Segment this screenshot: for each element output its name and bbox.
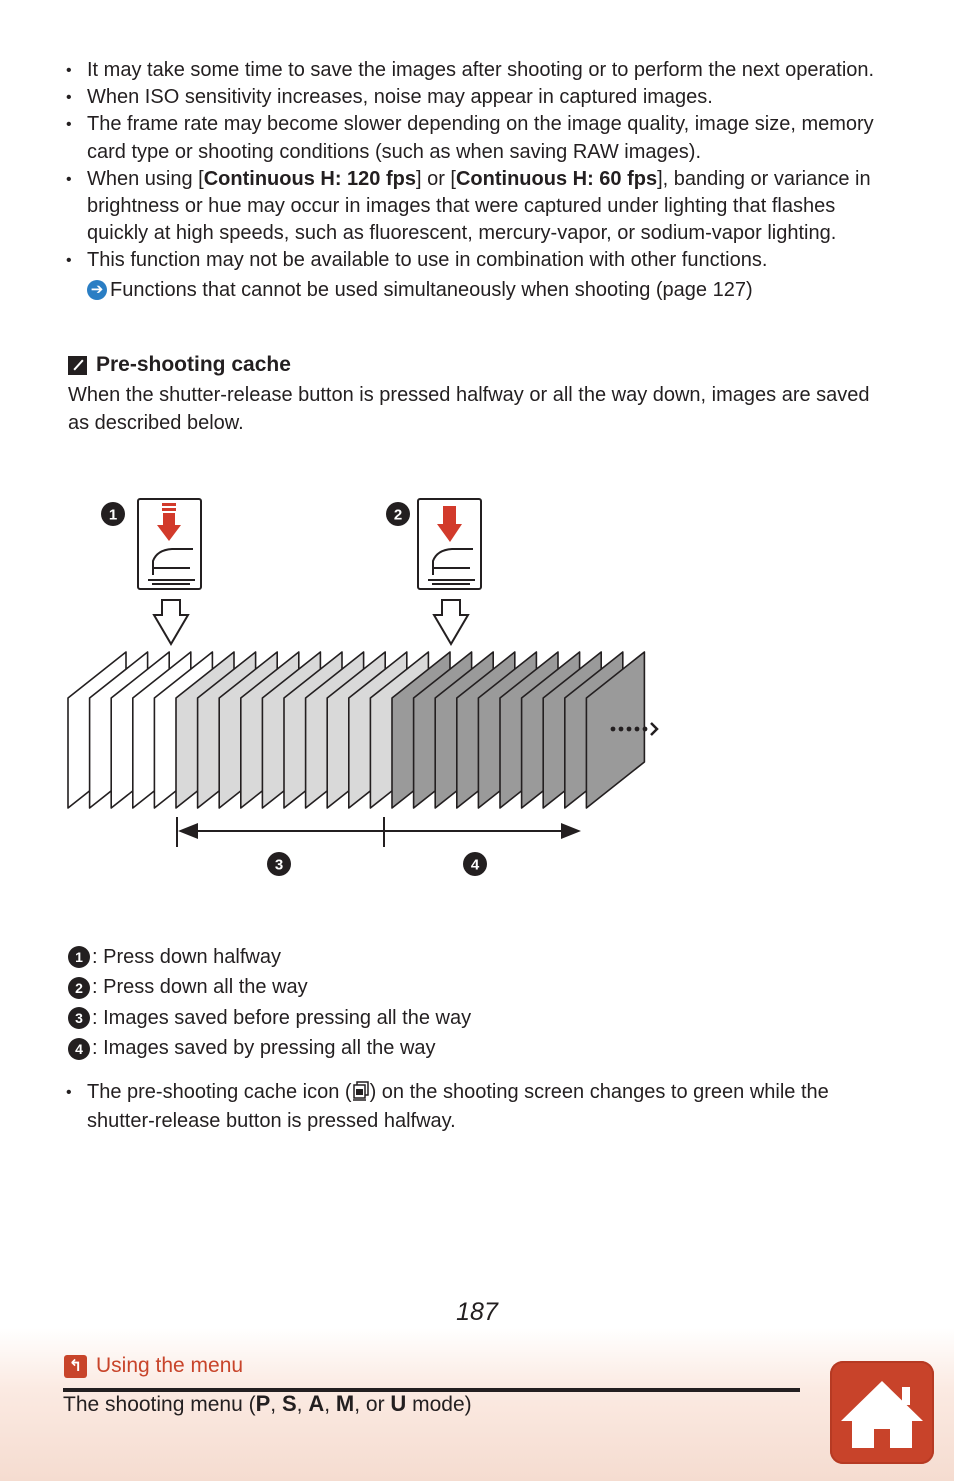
arrow-right-icon: ➔ xyxy=(87,279,107,300)
bullet-item: •This function may not be available to u… xyxy=(66,247,896,304)
footer-divider xyxy=(63,1388,800,1392)
bullet-item: •It may take some time to save the image… xyxy=(66,57,896,84)
shutter-full-press-icon xyxy=(417,498,482,590)
bullet-item: •When ISO sensitivity increases, noise m… xyxy=(66,84,896,111)
legend-item: 3: Images saved before pressing all the … xyxy=(68,1003,471,1034)
page-number: 187 xyxy=(456,1298,498,1326)
range-arrows xyxy=(176,817,581,847)
marker-1-label: 1 xyxy=(109,507,117,524)
mode-p: P xyxy=(255,1391,271,1416)
note-bullet: •The pre-shooting cache icon () on the s… xyxy=(66,1078,896,1136)
mode-s: S xyxy=(281,1391,297,1416)
marker-badge: 2 xyxy=(68,976,90,999)
mode-a: A xyxy=(308,1391,325,1416)
marker-3 xyxy=(267,852,291,876)
pre-shooting-cache-icon xyxy=(352,1081,369,1101)
reference-text[interactable]: Functions that cannot be used simultaneo… xyxy=(110,278,753,301)
legend-item: 1: Press down halfway xyxy=(68,942,471,973)
mode-m: M xyxy=(335,1391,355,1416)
cross-reference-link[interactable]: ➔ Functions that cannot be used simultan… xyxy=(87,275,896,305)
diagram-legend: 1: Press down halfway 2: Press down all … xyxy=(68,942,471,1064)
marker-2-label: 2 xyxy=(394,507,402,524)
down-arrow-2 xyxy=(432,599,470,646)
shutter-half-press-icon xyxy=(137,498,202,590)
section-intro: When the shutter-release button is press… xyxy=(68,384,870,434)
legend-item: 2: Press down all the way xyxy=(68,973,471,1004)
bullet-item: •When using [Continuous H: 120 fps] or [… xyxy=(66,167,871,245)
caution-bullet-list: •It may take some time to save the image… xyxy=(66,57,896,305)
pre-shooting-cache-diagram: 1 2 3 4 xyxy=(67,498,659,876)
bullet-glyph: • xyxy=(66,252,72,270)
section-title: Pre-shooting cache xyxy=(96,353,291,376)
breadcrumb: The shooting menu (P, S, A, M, or U mode… xyxy=(63,1391,472,1416)
marker-badge: 3 xyxy=(68,1007,90,1030)
image-frame xyxy=(585,651,646,809)
marker-badge: 1 xyxy=(68,946,90,969)
section-heading: Pre-shooting cache xyxy=(68,353,291,377)
marker-badge: 4 xyxy=(68,1037,90,1060)
frame-stack xyxy=(67,651,646,809)
bullet-glyph: • xyxy=(66,116,72,134)
marker-4-label: 4 xyxy=(471,857,480,874)
home-icon xyxy=(841,1381,923,1448)
down-arrow-1 xyxy=(152,599,190,646)
note-pencil-icon xyxy=(68,355,87,375)
legend-item: 4: Images saved by pressing all the way xyxy=(68,1034,471,1065)
bullet-glyph: • xyxy=(66,1084,72,1101)
bullet-glyph: • xyxy=(66,62,72,79)
bullet-glyph: • xyxy=(66,89,72,107)
footer xyxy=(0,1328,954,1481)
bullet-glyph: • xyxy=(66,170,72,188)
marker-4 xyxy=(463,852,487,876)
bullet-item: •The frame rate may become slower depend… xyxy=(66,113,874,163)
marker-1 xyxy=(101,502,125,526)
marker-2 xyxy=(386,502,410,526)
marker-3-label: 3 xyxy=(275,857,283,874)
using-the-menu-link[interactable]: ↰ Using the menu xyxy=(64,1354,243,1378)
mode-u: U xyxy=(390,1391,407,1416)
continuation-arrow-icon xyxy=(610,722,659,736)
menu-link-label[interactable]: Using the menu xyxy=(96,1354,244,1377)
return-arrow-icon: ↰ xyxy=(64,1354,87,1378)
home-button[interactable] xyxy=(830,1361,934,1464)
